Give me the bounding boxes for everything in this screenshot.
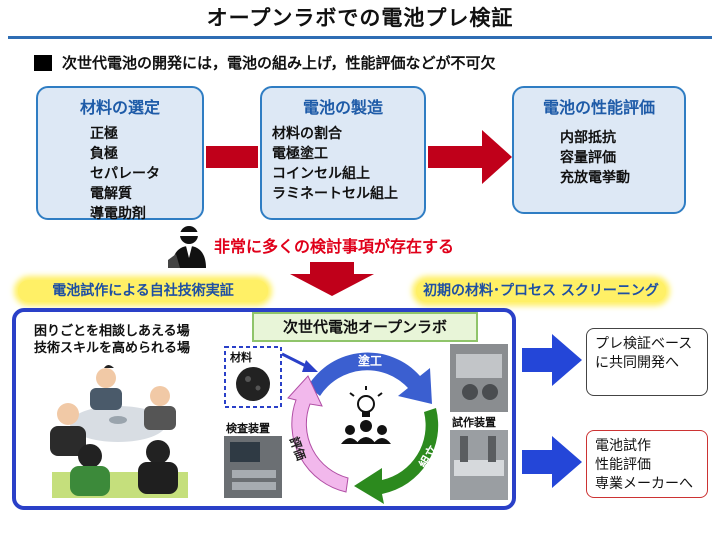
issue-text: 非常に多くの検討事項が存在する xyxy=(214,237,455,256)
outcome-line: プレ検証ベース xyxy=(595,336,693,352)
stage-item: 容量評価 xyxy=(560,150,616,166)
page-title: オープンラボでの電池プレ検証 xyxy=(206,6,514,30)
bullet-square-icon xyxy=(34,54,52,71)
stage-item: 電極塗工 xyxy=(272,146,328,162)
stage-battery-manufacturing: 電池の製造 材料の割合 電極塗工 コインセル組上 ラミネートセル組上 xyxy=(260,86,426,220)
stage-item: 材料の割合 xyxy=(272,126,342,142)
stage-heading: 材料の選定 xyxy=(79,98,160,117)
outcome-arrow-icon xyxy=(522,334,582,386)
stage-material-selection: 材料の選定 正極 負極 セパレータ 電解質 導電助剤 xyxy=(36,86,204,222)
stage-performance-evaluation: 電池の性能評価 内部抵抗 容量評価 充放電挙動 xyxy=(512,86,686,214)
banner-in-house-verification: 電池試作による自社技術実証 xyxy=(18,280,268,302)
lab-feature-skill: 技術スキルを高められる場 xyxy=(34,341,191,356)
meeting-illustration xyxy=(50,365,188,498)
stage-heading: 電池の製造 xyxy=(302,98,383,117)
prototype-equipment-photo-top xyxy=(450,344,508,412)
stage-item: 内部抵抗 xyxy=(560,130,616,146)
outcome-line: 専業メーカーへ xyxy=(595,476,693,492)
open-lab-title: 次世代電池オープンラボ xyxy=(252,312,478,342)
stage-item: ラミネートセル組上 xyxy=(272,186,398,202)
arrow-right-icon xyxy=(428,130,512,184)
stage-item: コインセル組上 xyxy=(272,166,370,182)
outcome-specialist-manufacturer: 電池試作 性能評価 専業メーカーへ xyxy=(586,430,708,498)
arrow-right-icon xyxy=(206,146,258,168)
inspection-device-label: 検査装置 xyxy=(226,422,270,435)
outcome-joint-development: プレ検証ベース に共同開発へ xyxy=(586,328,708,396)
prototype-device-label: 試作装置 xyxy=(452,416,496,429)
stage-item: セパレータ xyxy=(90,166,160,182)
arrow-down-icon xyxy=(290,262,374,296)
prototype-equipment-photo-bottom xyxy=(450,430,508,500)
lab-feature-consult: 困りごとを相談しあえる場 xyxy=(34,324,190,339)
stage-item: 導電助剤 xyxy=(90,206,146,222)
title-divider xyxy=(8,36,712,39)
outcome-line: 性能評価 xyxy=(595,457,651,473)
lead-text: 次世代電池の開発には，電池の組み上げ，性能評価などが不可欠 xyxy=(62,54,496,72)
lead-statement: 次世代電池の開発には，電池の組み上げ，性能評価などが不可欠 xyxy=(34,52,496,73)
banner-initial-screening: 初期の材料･プロセス スクリーニング xyxy=(416,280,666,302)
pointer-arrow-icon xyxy=(282,352,318,372)
inspection-device-photo xyxy=(224,436,282,498)
stage-item: 正極 xyxy=(90,126,118,142)
scientist-icon xyxy=(168,226,206,268)
material-sample-frame xyxy=(224,346,282,408)
material-label: 材料 xyxy=(230,351,252,364)
stage-item: 電解質 xyxy=(90,186,132,202)
development-cycle-diagram xyxy=(287,352,439,504)
outcome-arrow-icon xyxy=(522,436,582,488)
stage-item: 充放電挙動 xyxy=(560,170,630,186)
stage-item: 負極 xyxy=(90,146,118,162)
outcome-line: に共同開発へ xyxy=(595,355,679,371)
outcome-line: 電池試作 xyxy=(595,438,651,454)
stage-heading: 電池の性能評価 xyxy=(542,98,655,117)
cycle-label-coating: 塗工 xyxy=(358,354,383,368)
